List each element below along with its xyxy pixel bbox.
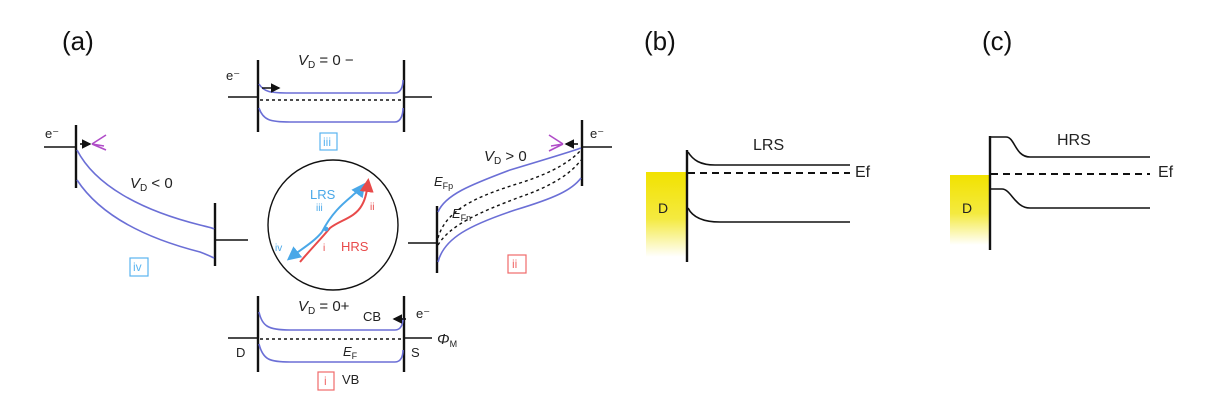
- origin-dot: [323, 226, 329, 232]
- electrode-label: D: [962, 200, 972, 216]
- phi-m-label: ΦM: [437, 331, 457, 349]
- ef-label: Ef: [1158, 164, 1174, 181]
- state-label: LRS: [753, 137, 784, 154]
- source-label: S: [411, 345, 420, 360]
- vd-label-top: VD = 0 −: [298, 52, 354, 71]
- band-diagram-i: e⁻ VD = 0+ CB EF VB D S ΦM i: [228, 296, 457, 391]
- roman-label-iv: iv: [133, 260, 142, 274]
- ef-label: EF: [343, 344, 358, 361]
- drain-label: D: [236, 345, 245, 360]
- iv-branch-curve: [286, 231, 323, 261]
- cb-label: CB: [363, 309, 381, 324]
- band-diagram-ii: e⁻ VD > 0 EFp EFn ii: [408, 120, 612, 274]
- inset-label-iv: iv: [275, 243, 282, 254]
- inset-circle: [267, 159, 399, 291]
- conduction-band-curve: [258, 311, 404, 331]
- valence-band-curve: [258, 343, 404, 363]
- inset-label-ii: ii: [370, 202, 374, 213]
- conduction-band-curve: [258, 79, 404, 94]
- electron-label: e⁻: [226, 68, 240, 83]
- state-label: HRS: [1057, 132, 1091, 149]
- emission-icon: [91, 134, 107, 151]
- inset-label-i: i: [323, 243, 325, 254]
- conduction-band-curve: [76, 149, 215, 230]
- ef-label: Ef: [855, 164, 871, 181]
- valence-band-curve: [76, 179, 215, 259]
- vd-label-right: VD > 0: [484, 148, 527, 167]
- efp-label: EFp: [434, 174, 453, 191]
- panel-c-label: (c): [982, 26, 1012, 56]
- inset-label-iii: iii: [316, 203, 323, 214]
- electrode-d: [646, 172, 686, 257]
- conduction-band-curve: [687, 151, 850, 166]
- efn-label: EFn: [452, 206, 471, 223]
- band-diagram-iv: e⁻ VD < 0 iv: [44, 125, 248, 277]
- iv-loop-inset: LRS HRS i ii iii iv: [267, 159, 399, 291]
- roman-label-ii: ii: [512, 257, 517, 271]
- hrs-branch-curve: [299, 178, 374, 263]
- lrs-label: LRS: [310, 187, 336, 202]
- electron-label: e⁻: [45, 126, 59, 141]
- vd-label-bottom: VD = 0+: [298, 298, 350, 317]
- valence-band-curve: [991, 188, 1150, 209]
- roman-box-iv: [129, 257, 149, 277]
- electron-label: e⁻: [416, 306, 430, 321]
- efp-quasi-fermi-line: [437, 149, 582, 239]
- electrode-label: D: [658, 200, 668, 216]
- conduction-band-curve: [437, 147, 582, 213]
- valence-band-curve: [687, 207, 850, 223]
- roman-box-ii: [507, 254, 527, 274]
- emission-icon: [548, 134, 564, 152]
- panel-c: (c) D HRS Ef: [950, 26, 1174, 250]
- panel-a-label: (a): [62, 26, 94, 56]
- efn-quasi-fermi-line: [437, 159, 582, 246]
- roman-box-i: [317, 371, 335, 391]
- roman-label-i: i: [324, 374, 327, 388]
- panel-b-label: (b): [644, 26, 676, 56]
- electrode-d: [950, 175, 990, 245]
- conduction-band-curve: [991, 136, 1150, 158]
- electron-label: e⁻: [590, 126, 604, 141]
- panel-a: (a) e⁻ VD = 0 − iii e⁻ V: [44, 26, 612, 391]
- vb-label: VB: [342, 372, 359, 387]
- valence-band-curve: [437, 177, 582, 263]
- roman-box-iii: [319, 132, 338, 151]
- band-diagram-iii: e⁻ VD = 0 − iii: [226, 52, 432, 151]
- panel-b: (b) D LRS Ef: [644, 26, 871, 262]
- roman-label-iii: iii: [323, 135, 331, 149]
- vd-label-left: VD < 0: [130, 175, 173, 194]
- hrs-label: HRS: [341, 239, 369, 254]
- valence-band-curve: [258, 107, 404, 123]
